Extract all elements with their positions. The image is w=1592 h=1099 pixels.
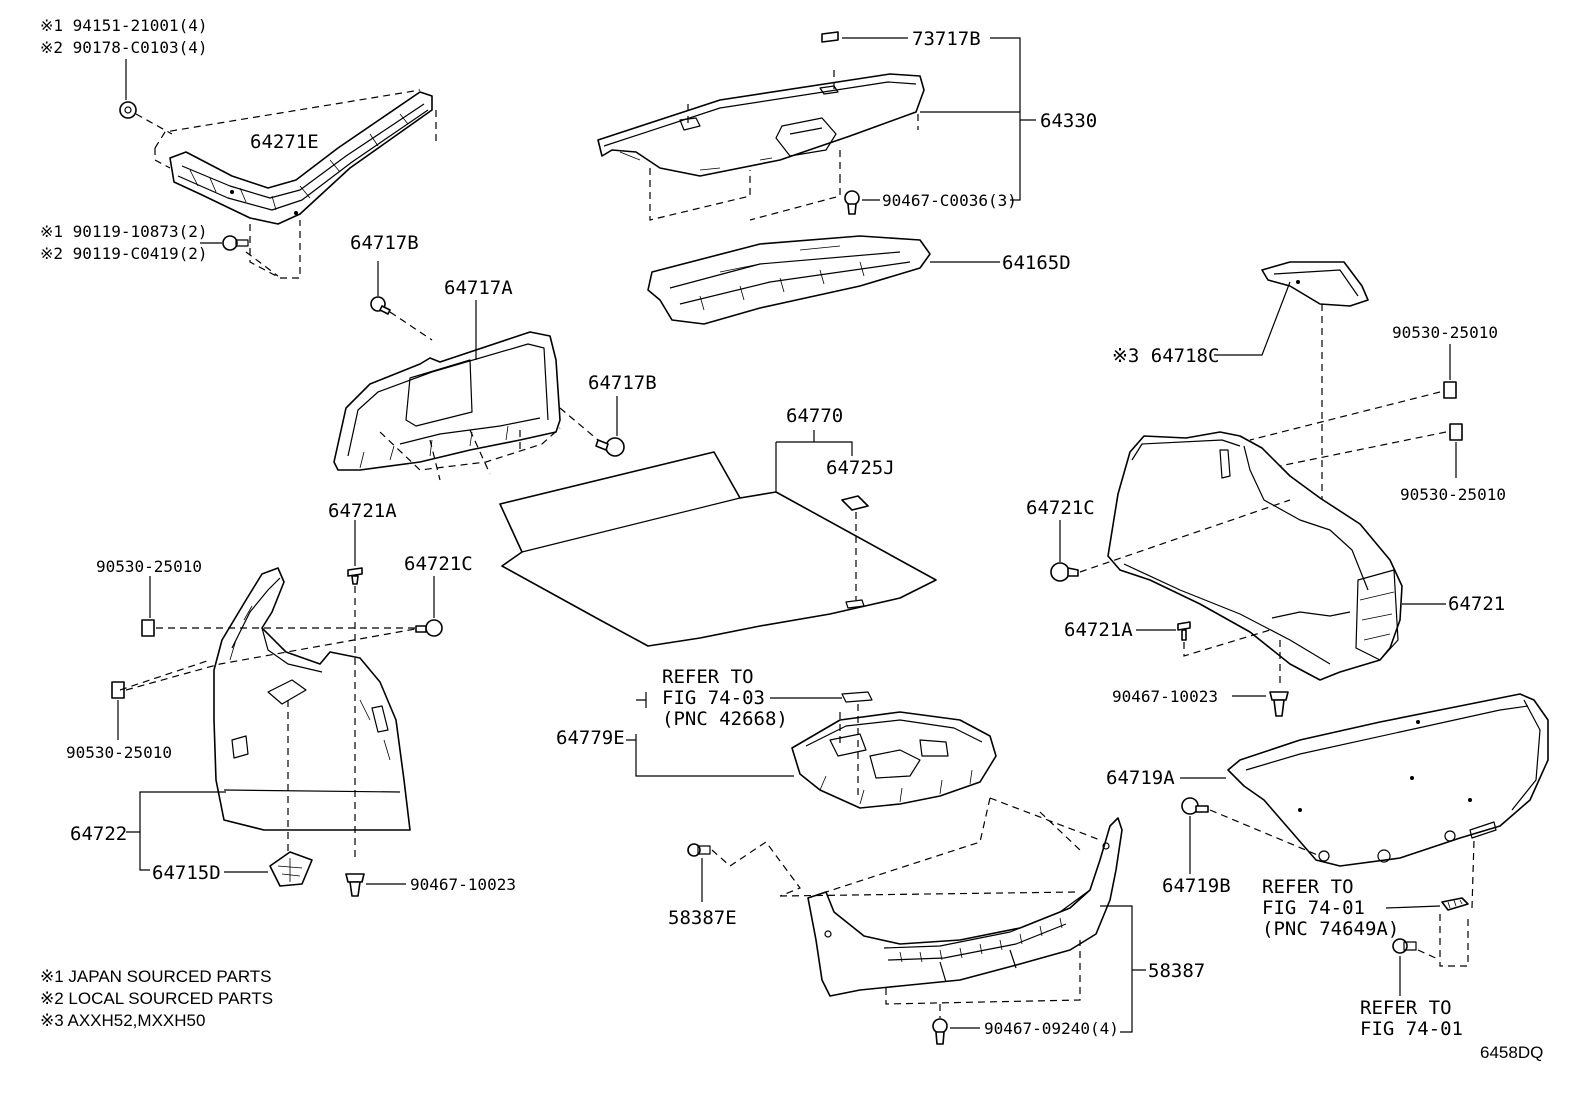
part-64779E[interactable] — [791, 711, 997, 809]
label-90119-local: ※2 90119-C0419(2) — [40, 244, 208, 263]
label-90530-left-1: 90530-25010 — [96, 557, 202, 576]
label-64721A-left: 64721A — [328, 500, 397, 522]
label-64715D: 64715D — [152, 862, 221, 884]
part-64718C[interactable] — [1261, 261, 1369, 307]
label-64330: 64330 — [1040, 110, 1097, 132]
label-64717B-right: 64717B — [588, 372, 657, 394]
note-model-codes: ※3 AXXH52,MXXH50 — [40, 1011, 205, 1030]
label-90467-C0036: 90467-C0036(3) — [882, 191, 1017, 210]
label-90467-09240: 90467-09240(4) — [984, 1019, 1119, 1038]
clip-58387E-icon[interactable] — [687, 843, 711, 857]
label-90530-right-2: 90530-25010 — [1400, 485, 1506, 504]
clip-64721C-right-icon[interactable] — [1050, 562, 1079, 582]
label-90467-10023-right: 90467-10023 — [1112, 687, 1218, 706]
clip-64717B-right-icon[interactable] — [595, 437, 625, 457]
label-refer2-b: FIG 74-01 — [1262, 897, 1365, 919]
label-90119-japan: ※1 90119-10873(2) — [40, 222, 208, 241]
part-58387[interactable] — [807, 817, 1123, 997]
clip-64717B-top-icon[interactable] — [370, 296, 391, 315]
label-58387E: 58387E — [668, 907, 737, 929]
part-64721-right[interactable] — [1107, 431, 1403, 681]
label-64722: 64722 — [70, 823, 127, 845]
label-64779E: 64779E — [556, 727, 625, 749]
clip-90467-10023-right-icon[interactable] — [1269, 691, 1289, 717]
part-64722[interactable] — [213, 567, 411, 831]
label-90178: ※2 90178-C0103(4) — [40, 38, 208, 57]
label-73717B: 73717B — [912, 28, 981, 50]
label-refer1-b: FIG 74-03 — [662, 687, 765, 709]
clip-90467-09240-icon[interactable] — [932, 1018, 948, 1045]
clip-94151-icon[interactable] — [119, 101, 137, 119]
note-local-sourced: ※2 LOCAL SOURCED PARTS — [40, 989, 273, 1008]
label-90467-10023-left: 90467-10023 — [410, 875, 516, 894]
label-refer1-c: (PNC 42668) — [662, 708, 788, 730]
bolt-90119-icon[interactable] — [222, 235, 249, 251]
label-refer2-c: (PNC 74649A) — [1262, 918, 1399, 940]
part-64715D[interactable] — [269, 851, 313, 887]
label-64717A: 64717A — [444, 277, 513, 299]
part-64330[interactable] — [597, 73, 925, 177]
note-japan-sourced: ※1 JAPAN SOURCED PARTS — [40, 967, 272, 986]
clip-90467-C0036-icon[interactable] — [844, 190, 860, 215]
label-64770: 64770 — [786, 405, 843, 427]
bolt-refer3-icon[interactable] — [1392, 938, 1417, 954]
label-58387: 58387 — [1148, 960, 1205, 982]
clip-90530-left1-icon[interactable] — [141, 619, 155, 637]
clip-90530-left2-icon[interactable] — [111, 681, 125, 699]
part-64717A[interactable] — [333, 331, 561, 471]
part-64271E[interactable] — [169, 91, 433, 225]
label-refer2-a: REFER TO — [1262, 876, 1354, 898]
label-94151: ※1 94151-21001(4) — [40, 16, 208, 35]
clip-90530-tr2-icon[interactable] — [1449, 423, 1463, 441]
label-64721A-right: 64721A — [1064, 619, 1133, 641]
label-refer3-a: REFER TO — [1360, 997, 1452, 1019]
clip-64721C-left-icon[interactable] — [415, 619, 443, 637]
part-64770[interactable] — [499, 451, 937, 647]
clip-90467-10023-left-icon[interactable] — [345, 873, 365, 897]
label-90530-left-2: 90530-25010 — [66, 743, 172, 762]
part-64165D[interactable] — [647, 235, 931, 325]
clip-64719B-icon[interactable] — [1181, 797, 1209, 815]
label-64719A: 64719A — [1106, 767, 1175, 789]
diagram-code: 6458DQ — [1480, 1043, 1543, 1062]
clip-64721A-left-icon[interactable] — [347, 567, 363, 585]
clip-64721A-right-icon[interactable] — [1177, 621, 1191, 641]
label-64721: 64721 — [1448, 593, 1505, 615]
part-64719A[interactable] — [1227, 693, 1549, 867]
label-refer3-b: FIG 74-01 — [1360, 1018, 1463, 1040]
clip-64725J-icon[interactable] — [841, 495, 869, 511]
label-64717B-top: 64717B — [350, 232, 419, 254]
label-64165D: 64165D — [1002, 252, 1071, 274]
label-64721C-left: 64721C — [404, 553, 473, 575]
label-64271E: 64271E — [250, 131, 319, 153]
label-64725J: 64725J — [826, 457, 895, 479]
label-90530-right-1: 90530-25010 — [1392, 323, 1498, 342]
clip-refer2-icon[interactable] — [1441, 897, 1469, 911]
clip-90530-tr1-icon[interactable] — [1443, 381, 1457, 399]
label-64721C-right: 64721C — [1026, 497, 1095, 519]
clip-73717B-icon[interactable] — [821, 31, 839, 43]
label-64719B: 64719B — [1162, 875, 1231, 897]
label-refer1-a: REFER TO — [662, 666, 754, 688]
label-64718C: ※3 64718C — [1112, 345, 1219, 367]
